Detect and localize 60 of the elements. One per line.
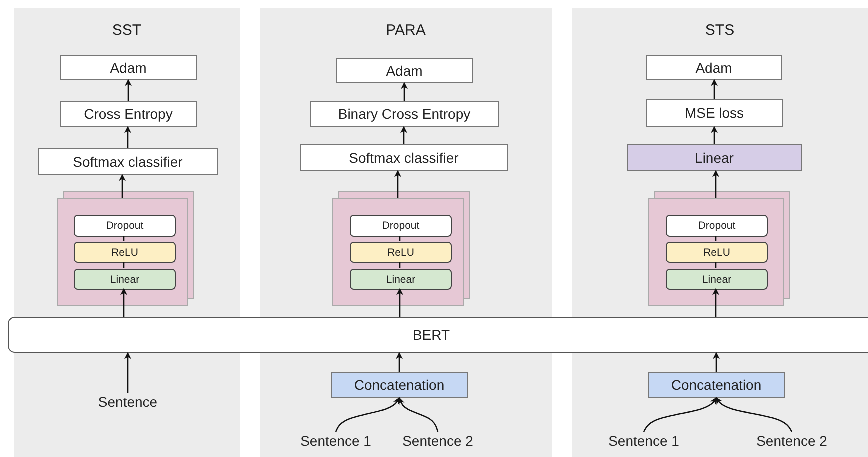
- process-box: Dropout: [350, 215, 452, 237]
- arrow: [711, 79, 718, 99]
- input-text: Sentence 2: [388, 432, 488, 450]
- arrow: [396, 352, 403, 372]
- process-box: Adam: [646, 55, 782, 80]
- process-box: MSE loss: [646, 99, 783, 127]
- input-text: Sentence 1: [594, 432, 694, 450]
- connector-line: [399, 262, 401, 268]
- model-bar: BERT: [8, 317, 868, 353]
- process-box: Adam: [336, 58, 473, 83]
- connector-line: [399, 236, 401, 241]
- panel-title: PARA: [386, 22, 426, 39]
- process-box: Cross Entropy: [60, 101, 197, 127]
- process-box: Concatenation: [331, 372, 468, 398]
- arrow: [396, 288, 404, 317]
- layer-block: [648, 198, 784, 306]
- process-box: Linear: [350, 269, 452, 290]
- process-box: Linear: [74, 269, 176, 290]
- arrow: [125, 79, 132, 101]
- arrow: [335, 397, 400, 432]
- arrow: [712, 288, 720, 317]
- process-box: Linear: [627, 144, 802, 171]
- arrow: [643, 397, 718, 432]
- panel: [14, 8, 240, 457]
- connector-line: [123, 236, 125, 241]
- arrow: [401, 82, 408, 101]
- input-text: Sentence 2: [742, 432, 842, 450]
- process-box: ReLU: [74, 242, 176, 263]
- process-box: Softmax classifier: [300, 144, 508, 171]
- arrow: [120, 288, 128, 317]
- layer-block: [332, 198, 464, 306]
- connector-line: [715, 262, 717, 268]
- process-box: Linear: [666, 269, 768, 290]
- layer-block: [57, 198, 188, 306]
- panel-title: SST: [112, 22, 142, 39]
- arrow: [394, 170, 402, 198]
- process-box: Concatenation: [648, 372, 785, 398]
- connector-line: [123, 262, 125, 268]
- input-text: Sentence: [88, 393, 168, 411]
- process-box: ReLU: [666, 242, 768, 263]
- arrow: [400, 126, 408, 144]
- arrow: [398, 397, 439, 432]
- arrow: [119, 174, 126, 198]
- arrow: [124, 352, 132, 393]
- arrow: [712, 170, 720, 198]
- panel: [260, 8, 552, 457]
- process-box: Softmax classifier: [38, 148, 218, 175]
- arrow: [716, 397, 793, 432]
- process-box: Binary Cross Entropy: [310, 101, 499, 127]
- process-box: Adam: [60, 55, 197, 80]
- arrow: [711, 126, 718, 144]
- arrow: [124, 126, 132, 148]
- process-box: Dropout: [666, 215, 768, 237]
- panel-title: STS: [705, 22, 735, 39]
- process-box: ReLU: [350, 242, 452, 263]
- panel: [572, 8, 868, 457]
- arrow: [713, 352, 720, 372]
- input-text: Sentence 1: [286, 432, 386, 450]
- connector-line: [715, 236, 717, 241]
- process-box: Dropout: [74, 215, 176, 237]
